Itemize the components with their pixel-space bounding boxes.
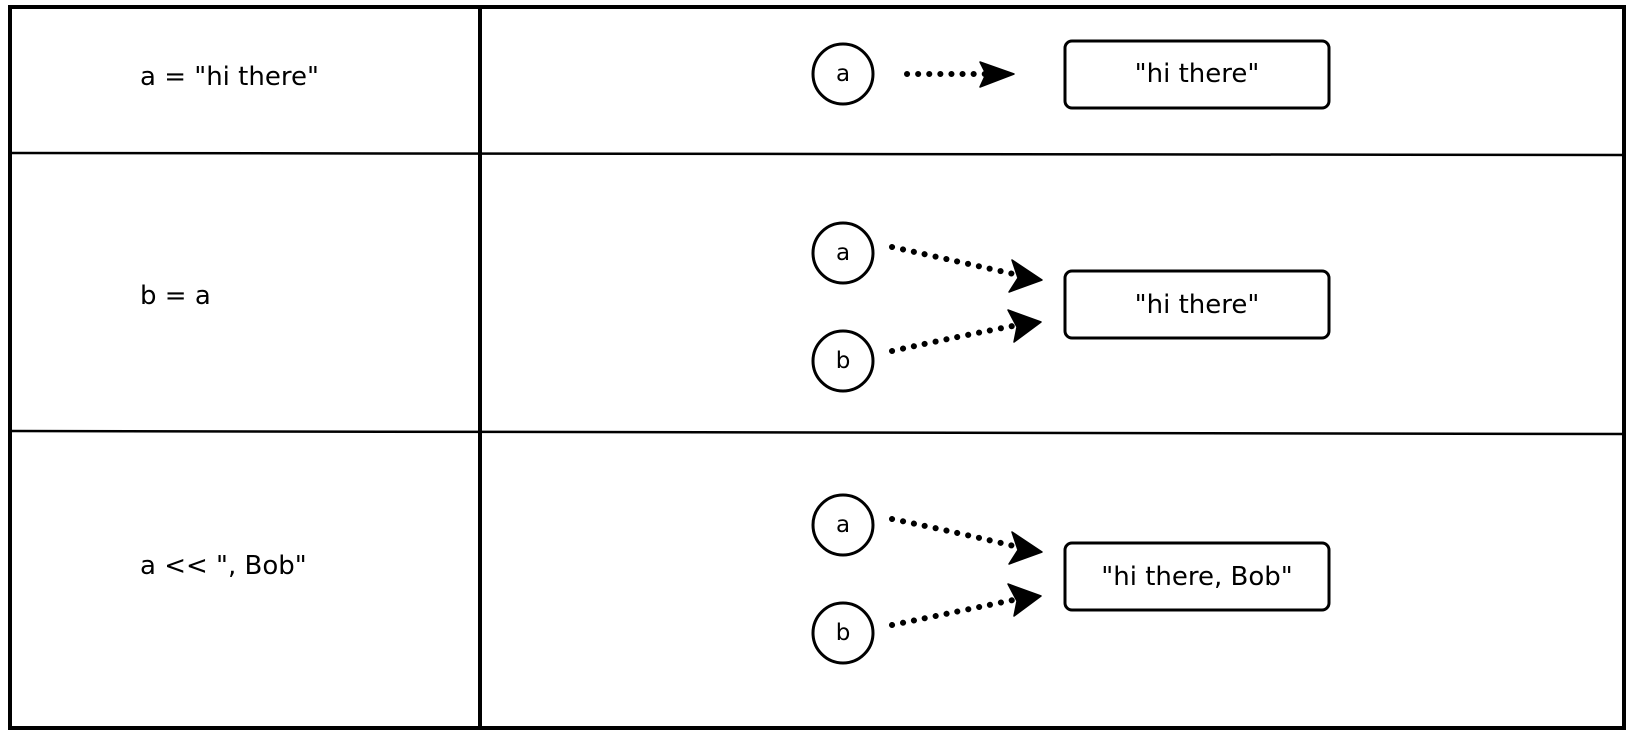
code-statement-1: a = "hi there" [140, 62, 319, 92]
string-value-3: "hi there, Bob" [1101, 562, 1292, 592]
row-divider-2 [9, 429, 1625, 436]
variable-label-1a: a [836, 61, 850, 87]
arrow-head-3a [1008, 531, 1043, 565]
variable-label-2a: a [836, 240, 850, 266]
row-3: a << ", Bob" a b "hi there, Bob" [140, 493, 1331, 665]
row-1: a = "hi there" a "hi there" [140, 39, 1331, 110]
string-object-2 [1063, 269, 1331, 340]
variable-node-3a [811, 493, 875, 557]
arrow-head-1a [979, 61, 1015, 88]
variable-label-2b: b [836, 348, 851, 374]
variable-node-2a [811, 221, 875, 285]
variable-node-3b [811, 601, 875, 665]
variable-label-3b: b [836, 620, 851, 646]
variable-node-1a [811, 42, 875, 106]
code-statement-3: a << ", Bob" [140, 551, 307, 581]
arrow-head-3b [1007, 583, 1042, 617]
reference-arrow-3a [889, 516, 1021, 550]
variable-node-2b [811, 329, 875, 393]
variable-label-3a: a [836, 512, 850, 538]
row-2: b = a a b "hi there" [140, 221, 1331, 393]
string-object-3 [1063, 541, 1331, 612]
row-divider-1 [9, 151, 1625, 157]
reference-arrow-3b [889, 596, 1021, 628]
reference-arrow-2b [889, 322, 1021, 354]
reference-arrow-2a [889, 244, 1021, 278]
table-grid [8, 5, 1626, 730]
arrow-head-2b [1007, 309, 1042, 343]
string-value-1: "hi there" [1135, 59, 1260, 89]
code-statement-2: b = a [140, 281, 211, 311]
table-border [8, 5, 1626, 730]
string-object-1 [1063, 39, 1331, 110]
arrow-head-2a [1008, 259, 1043, 293]
string-value-2: "hi there" [1135, 290, 1260, 320]
